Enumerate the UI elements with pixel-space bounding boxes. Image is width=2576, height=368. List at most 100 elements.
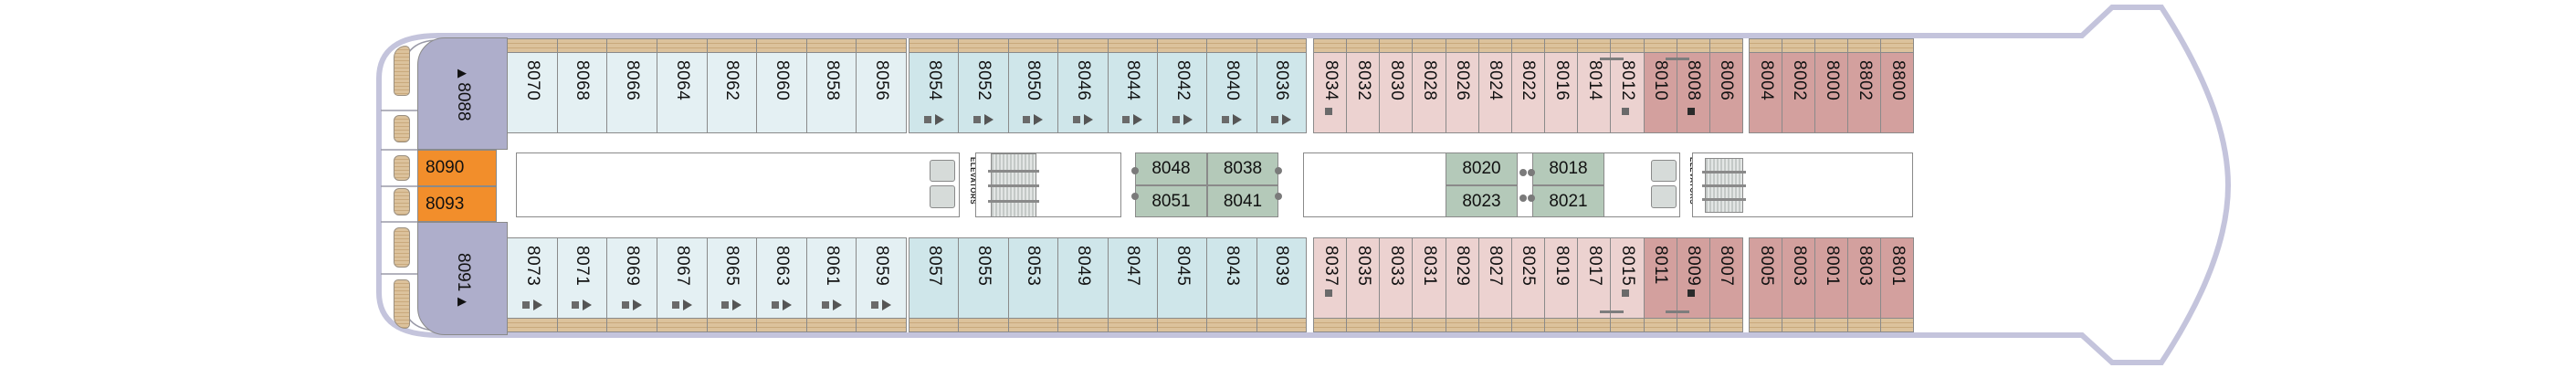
cabin[interactable]: 8057 — [909, 237, 960, 319]
cabin[interactable]: 8073 — [507, 237, 558, 319]
cabin[interactable]: 8060 — [756, 52, 807, 133]
cabin-number: 8016 — [1551, 60, 1572, 101]
cabin[interactable]: 8803 — [1847, 237, 1881, 319]
suite-cabin[interactable]: ▶ 8088 — [417, 37, 508, 150]
cabin[interactable]: 8032 — [1346, 52, 1381, 133]
cabin[interactable]: 8070 — [507, 52, 558, 133]
cabin[interactable]: 8055 — [958, 237, 1009, 319]
cabin[interactable]: 8063 — [756, 237, 807, 319]
cabin[interactable]: 8059 — [856, 237, 907, 319]
cabin[interactable]: 8025 — [1510, 237, 1546, 319]
cabin[interactable]: 8049 — [1057, 237, 1109, 319]
cabin[interactable]: 8058 — [805, 52, 857, 133]
cabin[interactable]: 8019 — [1544, 237, 1579, 319]
cabin[interactable]: 8040 — [1206, 52, 1257, 133]
cabin[interactable]: 8065 — [706, 237, 758, 319]
cabin[interactable]: 8045 — [1156, 237, 1208, 319]
interior-cabin[interactable]: 8021 — [1532, 185, 1604, 217]
cabin[interactable]: 8004 — [1749, 52, 1782, 133]
cabin[interactable]: 8068 — [556, 52, 608, 133]
cabin[interactable]: 8054 — [909, 52, 960, 133]
cabin[interactable]: 8002 — [1782, 52, 1815, 133]
cabin[interactable]: 8003 — [1782, 237, 1815, 319]
suite-cabin[interactable]: 8091 ▶ — [417, 222, 508, 335]
cabin[interactable]: 8035 — [1346, 237, 1381, 319]
cabin[interactable]: 8800 — [1880, 52, 1914, 133]
cabin[interactable]: 8028 — [1412, 52, 1446, 133]
cabin[interactable]: 8037 — [1313, 237, 1348, 319]
triangle-icon — [882, 300, 892, 310]
triangle-icon: ▶ — [457, 293, 467, 308]
cabin[interactable]: 8000 — [1814, 52, 1848, 133]
cabin[interactable]: 8069 — [606, 237, 657, 319]
cabin[interactable]: 8026 — [1445, 52, 1479, 133]
interior-cabin[interactable]: 8051 — [1135, 185, 1207, 217]
cabin[interactable]: 8071 — [556, 237, 608, 319]
triangle-icon — [1232, 114, 1242, 125]
cabin-markers — [1611, 286, 1643, 298]
cabin[interactable]: 8056 — [856, 52, 907, 133]
accessible-cabin[interactable]: 8090 — [417, 150, 497, 186]
cabin-number: 8046 — [1073, 60, 1093, 101]
cabin[interactable]: 8009 — [1676, 237, 1710, 319]
cabin[interactable]: 8034 — [1313, 52, 1348, 133]
cabin-markers — [857, 298, 906, 310]
cabin[interactable]: 8024 — [1477, 52, 1512, 133]
cabin[interactable]: 8014 — [1577, 52, 1612, 133]
cabin-number: 8065 — [722, 246, 742, 287]
square-icon — [973, 116, 982, 123]
cabin[interactable]: 8030 — [1379, 52, 1414, 133]
cabin-balcony — [1445, 318, 1479, 332]
cabin[interactable]: 8005 — [1749, 237, 1782, 319]
interior-cabin[interactable]: 8038 — [1207, 152, 1278, 185]
cabin[interactable]: 8031 — [1412, 237, 1446, 319]
cabin[interactable]: 8042 — [1156, 52, 1208, 133]
cabin-number: 8066 — [623, 60, 643, 101]
interior-cabin[interactable]: 8020 — [1446, 152, 1518, 185]
cabin-number: 8044 — [1123, 60, 1143, 101]
cabin[interactable]: 8067 — [656, 237, 708, 319]
cabin-number: ▶ 8088 — [453, 66, 473, 121]
cabin[interactable]: 8050 — [1007, 52, 1059, 133]
cabin[interactable]: 8016 — [1544, 52, 1579, 133]
cabin-number: 8064 — [672, 60, 692, 101]
cabin[interactable]: 8064 — [656, 52, 708, 133]
cabin[interactable]: 8052 — [958, 52, 1009, 133]
cabin[interactable]: 8029 — [1445, 237, 1479, 319]
cabin[interactable]: 8802 — [1847, 52, 1881, 133]
cabin[interactable]: 8015 — [1610, 237, 1645, 319]
cabin[interactable]: 8044 — [1107, 52, 1158, 133]
cabin[interactable]: 8062 — [706, 52, 758, 133]
cabin[interactable]: 8027 — [1477, 237, 1512, 319]
cabin[interactable]: 8012 — [1610, 52, 1645, 133]
interior-cabin[interactable]: 8018 — [1532, 152, 1604, 185]
cabin[interactable]: 8022 — [1510, 52, 1546, 133]
cabin[interactable]: 8033 — [1379, 237, 1414, 319]
cabin-number: 8042 — [1172, 60, 1193, 101]
cabin[interactable]: 8061 — [805, 237, 857, 319]
cabin[interactable]: 8047 — [1107, 237, 1158, 319]
cabin[interactable]: 8007 — [1709, 237, 1743, 319]
cabin-number: 8029 — [1453, 246, 1473, 287]
cabin[interactable]: 8043 — [1206, 237, 1257, 319]
cabin[interactable]: 8006 — [1709, 52, 1743, 133]
interior-cabin[interactable]: 8041 — [1207, 185, 1278, 217]
cabin[interactable]: 8011 — [1643, 237, 1677, 319]
cabin-number: 8054 — [924, 60, 944, 101]
cabin[interactable]: 8001 — [1814, 237, 1848, 319]
cabin[interactable]: 8039 — [1256, 237, 1307, 319]
cabin[interactable]: 8036 — [1256, 52, 1307, 133]
accessible-cabin[interactable]: 8093 — [417, 186, 497, 222]
cabin[interactable]: 8053 — [1007, 237, 1059, 319]
interior-cabin[interactable]: 8048 — [1135, 152, 1207, 185]
cabin[interactable]: 8008 — [1676, 52, 1710, 133]
square-icon — [771, 301, 779, 309]
cabin[interactable]: 8801 — [1880, 237, 1914, 319]
cabin[interactable]: 8010 — [1643, 52, 1677, 133]
triangle-icon — [1083, 114, 1093, 125]
cabin[interactable]: 8017 — [1577, 237, 1612, 319]
interior-cabin[interactable]: 8023 — [1446, 185, 1518, 217]
cabin[interactable]: 8066 — [606, 52, 657, 133]
cabin[interactable]: 8046 — [1057, 52, 1109, 133]
triangle-icon — [984, 114, 994, 125]
